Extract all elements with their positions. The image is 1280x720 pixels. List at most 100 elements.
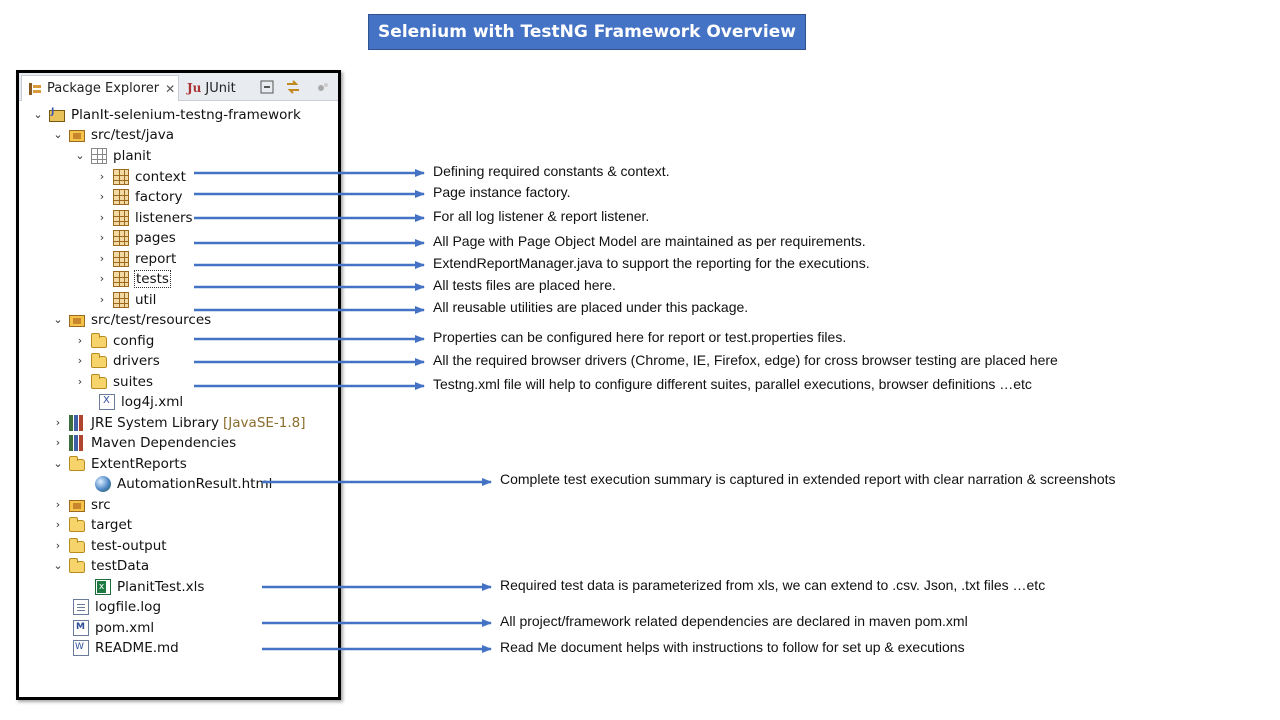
jre-version-decoration: [JavaSE-1.8] [223, 415, 306, 431]
tree-node-src[interactable]: › src [51, 495, 111, 515]
java-project-icon [49, 107, 65, 122]
tree-node-label: ExtentReports [91, 456, 187, 472]
chevron-right-icon[interactable]: › [99, 293, 105, 306]
markdown-file-icon [73, 640, 89, 656]
tree-node-label: planit [113, 148, 152, 164]
tree-node-label: test-output [91, 538, 167, 554]
chevron-right-icon[interactable]: › [55, 498, 61, 511]
tree-node-label: JRE System Library [91, 415, 220, 431]
text-file-icon [73, 599, 89, 615]
tree-node-listeners[interactable]: › listeners [95, 208, 193, 228]
chevron-right-icon[interactable]: › [99, 211, 105, 224]
xml-file-icon [99, 394, 115, 410]
tree-node-suites[interactable]: › suites [73, 372, 153, 392]
tree-node-context[interactable]: › context [95, 167, 186, 187]
chevron-down-icon[interactable]: ⌄ [33, 108, 43, 121]
tree-node-pages[interactable]: › pages [95, 228, 176, 248]
folder-icon [69, 558, 85, 573]
description-listeners: For all log listener & report listener. [433, 208, 650, 224]
chevron-down-icon[interactable]: ⌄ [75, 149, 85, 162]
tree-node-project[interactable]: ⌄ PlanIt-selenium-testng-framework [31, 105, 301, 125]
chevron-down-icon[interactable]: ⌄ [53, 313, 63, 326]
tree-node-label: listeners [135, 210, 193, 226]
description-report: ExtendReportManager.java to support the … [433, 255, 870, 271]
page-title: Selenium with TestNG Framework Overview [368, 14, 806, 50]
chevron-right-icon[interactable]: › [99, 272, 105, 285]
source-folder-icon [69, 315, 85, 327]
tree-node-util[interactable]: › util [95, 290, 156, 310]
tree-node-test-output[interactable]: › test-output [51, 536, 167, 556]
chevron-right-icon[interactable]: › [55, 436, 61, 449]
chevron-down-icon[interactable]: ⌄ [53, 457, 63, 470]
tree-node-label: context [135, 169, 186, 185]
html-file-icon [95, 476, 111, 492]
chevron-down-icon[interactable]: ⌄ [53, 128, 63, 141]
chevron-right-icon[interactable]: › [99, 252, 105, 265]
chevron-right-icon[interactable]: › [55, 539, 61, 552]
view-menu-icon[interactable] [315, 79, 331, 95]
description-suites: Testng.xml file will help to configure d… [433, 376, 1032, 392]
tree-node-readme[interactable]: README.md [69, 638, 179, 658]
tree-node-drivers[interactable]: › drivers [73, 351, 160, 371]
chevron-right-icon[interactable]: › [55, 416, 61, 429]
tree-node-test-data[interactable]: ⌄ testData [51, 556, 149, 576]
tree-node-automation-result[interactable]: AutomationResult.html [91, 474, 272, 494]
tree-node-label: pages [135, 230, 176, 246]
tree-node-target[interactable]: › target [51, 515, 132, 535]
folder-icon [69, 517, 85, 532]
link-with-editor-icon[interactable] [285, 79, 301, 95]
tree-node-label: config [113, 333, 155, 349]
tree-node-report[interactable]: › report [95, 249, 176, 269]
tree-node-maven[interactable]: › Maven Dependencies [51, 433, 236, 453]
package-icon [113, 169, 129, 185]
folder-icon [91, 353, 107, 368]
excel-file-icon [95, 579, 111, 595]
tree-node-label: AutomationResult.html [117, 476, 273, 492]
library-icon [69, 435, 85, 451]
maven-pom-icon [73, 620, 89, 636]
tree-node-label: PlanitTest.xls [117, 579, 205, 595]
tab-junit[interactable]: Ju JUnit [185, 75, 236, 101]
tree-node-label: src [91, 497, 111, 513]
tree-node-extent-reports[interactable]: ⌄ ExtentReports [51, 454, 187, 474]
description-drivers: All the required browser drivers (Chrome… [433, 352, 1058, 368]
source-folder-icon [69, 130, 85, 142]
tree-node-label: tests [134, 270, 171, 288]
tree-node-jre[interactable]: › JRE System Library [JavaSE-1.8] [51, 413, 306, 433]
tree-node-src-test-java[interactable]: ⌄ src/test/java [51, 125, 174, 145]
tree-node-label: target [91, 517, 133, 533]
tree-node-label: PlanIt-selenium-testng-framework [71, 107, 301, 123]
package-icon [113, 271, 129, 287]
tree-node-logfile[interactable]: logfile.log [69, 597, 161, 617]
source-folder-icon [69, 500, 85, 512]
tree-node-planit-xls[interactable]: PlanitTest.xls [91, 577, 204, 597]
chevron-right-icon[interactable]: › [77, 354, 83, 367]
tree-node-label: drivers [113, 353, 160, 369]
folder-icon [91, 333, 107, 348]
tab-junit-label: JUnit [205, 80, 236, 96]
close-icon[interactable]: ✕ [165, 81, 176, 96]
chevron-right-icon[interactable]: › [99, 170, 105, 183]
tree-node-label: suites [113, 374, 153, 390]
chevron-right-icon[interactable]: › [99, 190, 105, 203]
junit-icon: Ju [187, 81, 202, 95]
description-readme: Read Me document helps with instructions… [500, 639, 965, 655]
tree-node-planit[interactable]: ⌄ planit [73, 146, 151, 166]
tree-node-config[interactable]: › config [73, 331, 154, 351]
chevron-right-icon[interactable]: › [77, 334, 83, 347]
tree-node-log4j[interactable]: log4j.xml [95, 392, 183, 412]
chevron-right-icon[interactable]: › [77, 375, 83, 388]
tree-node-label: Maven Dependencies [91, 435, 237, 451]
folder-icon [69, 456, 85, 471]
chevron-down-icon[interactable]: ⌄ [53, 559, 63, 572]
chevron-right-icon[interactable]: › [99, 231, 105, 244]
tree-node-tests[interactable]: › tests [95, 269, 171, 289]
tab-package-explorer[interactable]: Package Explorer ✕ [21, 75, 179, 101]
description-config: Properties can be configured here for re… [433, 329, 847, 345]
tree-node-src-test-resources[interactable]: ⌄ src/test/resources [51, 310, 211, 330]
collapse-all-icon[interactable] [259, 79, 275, 95]
tree-node-label: report [135, 251, 177, 267]
tree-node-factory[interactable]: › factory [95, 187, 183, 207]
tree-node-pom[interactable]: pom.xml [69, 618, 154, 638]
chevron-right-icon[interactable]: › [55, 518, 61, 531]
